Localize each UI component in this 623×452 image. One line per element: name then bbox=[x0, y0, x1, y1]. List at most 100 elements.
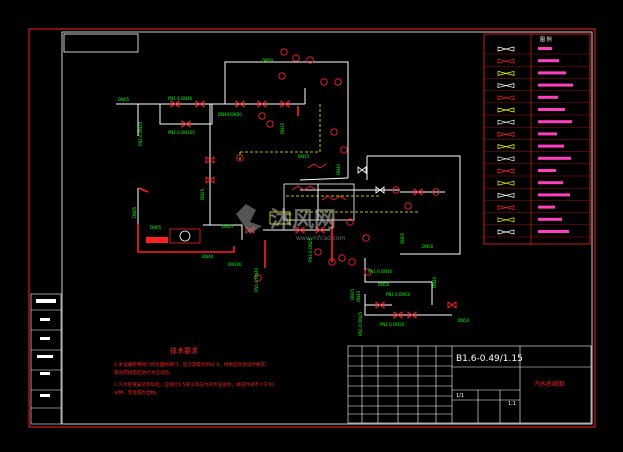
gauge-icon bbox=[392, 186, 400, 194]
valve-icon bbox=[181, 120, 191, 128]
valve-icon bbox=[170, 100, 180, 108]
legend-symbol-icon bbox=[497, 131, 515, 137]
gauge-icon bbox=[362, 234, 370, 242]
gauge-icon bbox=[278, 72, 286, 80]
gauge-icon bbox=[404, 202, 412, 210]
pipe-label-dn40a: DN40 bbox=[202, 254, 214, 259]
pipe-label-dn50a: DN50 bbox=[262, 58, 274, 63]
tech-notes-title: 技术要求 bbox=[170, 346, 198, 355]
legend-symbol-icon bbox=[497, 58, 515, 64]
legend-text-stub bbox=[538, 205, 555, 209]
gauge-icon bbox=[364, 268, 372, 276]
gauge-icon bbox=[346, 218, 354, 226]
legend-symbol-icon bbox=[497, 205, 515, 211]
valve-icon bbox=[407, 311, 417, 319]
pipe-label-pn6dn40: PN1.6 DN40 bbox=[254, 267, 259, 292]
valve-icon bbox=[205, 156, 215, 164]
pipe-label-pn1: PN1.6 DN40 bbox=[168, 96, 193, 101]
pipe-label-dn40d: DN40 bbox=[356, 290, 361, 302]
pipe-label-in: DN65 bbox=[118, 97, 130, 102]
legend-title: 图 例 bbox=[540, 36, 552, 43]
legend-text-stub bbox=[538, 108, 565, 111]
legend-symbol-icon bbox=[497, 95, 515, 101]
instruments bbox=[236, 48, 440, 282]
tech-notes-line2: 管道焊接后应进行水压试验。 bbox=[114, 369, 174, 376]
legend-text-stub bbox=[538, 156, 571, 160]
pipe-label-dn40b: DN40 bbox=[336, 163, 341, 175]
legend-text-stub bbox=[538, 217, 562, 221]
side-panel bbox=[30, 293, 62, 425]
legend-symbol-icon bbox=[497, 168, 515, 174]
gauge-icon bbox=[258, 112, 266, 120]
title-block bbox=[347, 345, 592, 424]
pipe-label-pn6dn25: PN1.6 DN25 bbox=[308, 237, 313, 262]
tech-notes: 技术要求 1.本设备所用阀门均为国标阀门，压力等级为PN1.6，材质应符合设计要… bbox=[114, 346, 274, 396]
gauge-icon bbox=[432, 188, 440, 196]
pipe-label-dn15c: DN15 bbox=[350, 288, 355, 300]
legend-text-stub bbox=[538, 95, 558, 99]
legend-symbol-icon bbox=[497, 144, 515, 150]
legend-text-stub bbox=[538, 193, 570, 197]
drawing-name: 汽水系统图 bbox=[534, 380, 564, 388]
tech-notes-line3: 2.汽水管道安装完毕后，应进行1.5倍工作压力的水压试验，保压时间不少于10 bbox=[114, 381, 274, 388]
legend-symbol-icon bbox=[497, 192, 515, 198]
pipe-label-dn25b: DN25 bbox=[222, 224, 234, 229]
pipe-label-dn65v: DN65 bbox=[132, 206, 137, 218]
drawing-sheet: 1/1 bbox=[456, 393, 464, 399]
pipe-label-dn50b: DN50 bbox=[422, 244, 434, 249]
legend-symbol-icon bbox=[497, 217, 515, 223]
gauge-icon bbox=[348, 258, 356, 266]
red-pipes bbox=[137, 106, 333, 268]
pipe-label-dn15a: DN15 bbox=[298, 154, 310, 159]
tech-notes-line4: 分钟，无渗漏为合格。 bbox=[114, 389, 160, 396]
pipe-label-dn25: DN25 bbox=[200, 188, 205, 200]
valve-icon bbox=[357, 166, 367, 174]
gauge-icon bbox=[280, 48, 288, 56]
heat-exchangers bbox=[269, 163, 355, 225]
valve-icon bbox=[375, 186, 385, 194]
legend-text-stub bbox=[538, 181, 563, 185]
pipe-label-dn15b: DN15 bbox=[280, 122, 285, 134]
legend-text-stub bbox=[538, 59, 559, 63]
legend-symbol-icon bbox=[497, 119, 515, 125]
valve-icon bbox=[315, 226, 325, 234]
drawing-title: B1.6-0.49/1.15 bbox=[456, 354, 523, 364]
pipe-label-dn65b: DN65 bbox=[150, 225, 162, 230]
legend-table: 图 例 bbox=[483, 33, 591, 245]
legend-symbol-icon bbox=[497, 156, 515, 162]
gauge-icon bbox=[330, 128, 338, 136]
valve-icon bbox=[235, 100, 245, 108]
valve-icon bbox=[413, 188, 423, 196]
pipe-label-dn100: DN100 bbox=[228, 262, 242, 267]
gauge-icon bbox=[306, 56, 314, 64]
drawing-scale: 1:1 bbox=[508, 401, 516, 407]
valve-icon bbox=[393, 311, 403, 319]
gauge-icon bbox=[236, 154, 244, 162]
watermark-url: www.mfcad.com bbox=[296, 235, 346, 242]
yellow-pipes bbox=[239, 104, 420, 213]
legend-symbol-icon bbox=[497, 180, 515, 186]
gauge-icon bbox=[328, 258, 336, 266]
watermark-logo-icon bbox=[236, 204, 262, 234]
valve-icon bbox=[205, 176, 215, 184]
valve-icon bbox=[447, 301, 457, 309]
gauge-icon bbox=[254, 274, 262, 282]
pipe-label-pn10: PN1.6 DN50 bbox=[380, 322, 405, 327]
valve-icon bbox=[257, 100, 267, 108]
legend-text-stub bbox=[538, 169, 556, 172]
legend-symbol-icon bbox=[497, 70, 515, 76]
pipe-label-dn40dn50: DN40/DN50 bbox=[218, 112, 242, 117]
inner-frame bbox=[61, 31, 593, 425]
gauge-icon bbox=[334, 78, 342, 86]
gauge-icon bbox=[292, 54, 300, 62]
watermark: 沐风网 www.mfcad.com bbox=[236, 204, 346, 242]
valve-icon bbox=[295, 226, 305, 234]
pipe-label-pn9: PN1.6 DN25 bbox=[358, 311, 363, 336]
legend-text-stub bbox=[538, 230, 569, 233]
gauge-icon bbox=[340, 146, 348, 154]
legend-text-stub bbox=[538, 144, 564, 148]
pipe-label-dn65c: DN65 bbox=[400, 232, 405, 244]
valve-icon bbox=[375, 301, 385, 309]
pipe-label-dn50c: DN50 bbox=[458, 318, 470, 323]
